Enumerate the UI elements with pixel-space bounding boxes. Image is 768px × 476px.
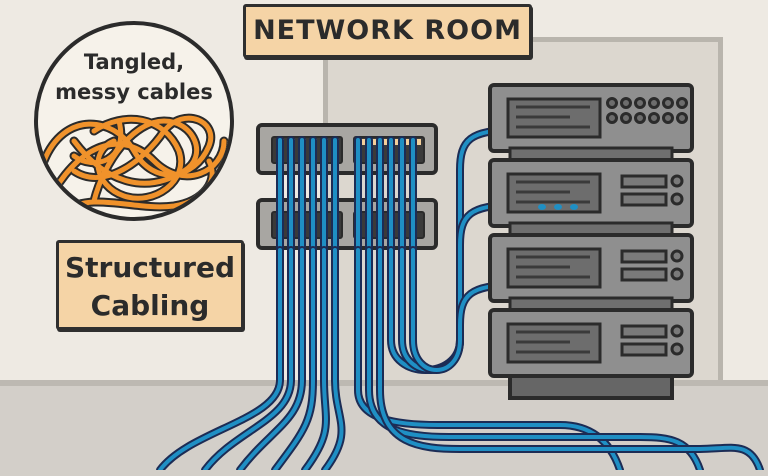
port-led — [392, 139, 399, 145]
activity-led — [570, 204, 578, 210]
floor-cable-core — [356, 248, 622, 470]
messy-cables-text: Tangled, messy cables — [38, 47, 230, 107]
status-light — [670, 324, 684, 338]
drive-bay — [620, 324, 668, 339]
messy-line-1: Tangled, — [83, 50, 185, 74]
status-light — [670, 342, 684, 356]
rack-port — [662, 112, 674, 124]
rack-port — [606, 112, 618, 124]
drive-bay — [620, 342, 668, 357]
port-led — [381, 139, 388, 145]
rack-port — [676, 97, 688, 109]
floor-cable-core — [158, 248, 282, 470]
port-led — [403, 139, 410, 145]
drive-bay — [620, 267, 668, 282]
network-room-title: NETWORK ROOM — [243, 4, 532, 58]
drive-bay — [620, 174, 668, 189]
activity-led — [538, 204, 546, 210]
rack-port — [620, 112, 632, 124]
floor-cable-core — [273, 248, 315, 470]
messy-line-2: messy cables — [55, 80, 213, 104]
floor-cable-core — [323, 248, 344, 470]
drive-bay — [620, 192, 668, 207]
rack-port — [634, 97, 646, 109]
rack-port — [634, 112, 646, 124]
structured-line-2: Cabling — [90, 289, 210, 322]
structured-cables — [156, 126, 764, 470]
floor-cable-core — [378, 248, 762, 470]
structured-line-1: Structured — [64, 251, 236, 284]
messy-cables-callout: Tangled, messy cables — [34, 21, 234, 221]
port-led — [414, 139, 421, 145]
port-led — [370, 139, 377, 145]
rack-port — [662, 97, 674, 109]
structured-cabling-label: Structured Cabling — [56, 240, 244, 330]
tangled-cables-icon — [39, 113, 229, 216]
server-rack — [488, 83, 694, 400]
floor-cable-core — [238, 248, 304, 470]
status-light — [670, 192, 684, 206]
activity-led — [554, 204, 562, 210]
title-text: NETWORK ROOM — [253, 15, 522, 46]
floor-cable-core — [303, 248, 328, 470]
rack-port — [620, 97, 632, 109]
rack-uplink-core — [411, 248, 517, 372]
rack-port — [648, 112, 660, 124]
rack-port — [648, 97, 660, 109]
status-light — [670, 249, 684, 263]
rack-port — [676, 112, 688, 124]
rack-port — [606, 97, 618, 109]
status-light — [670, 174, 684, 188]
status-light — [670, 267, 684, 281]
floor-cable-core — [203, 248, 293, 470]
port-led — [359, 139, 366, 145]
rack-base — [508, 374, 674, 400]
drive-bay — [620, 249, 668, 264]
